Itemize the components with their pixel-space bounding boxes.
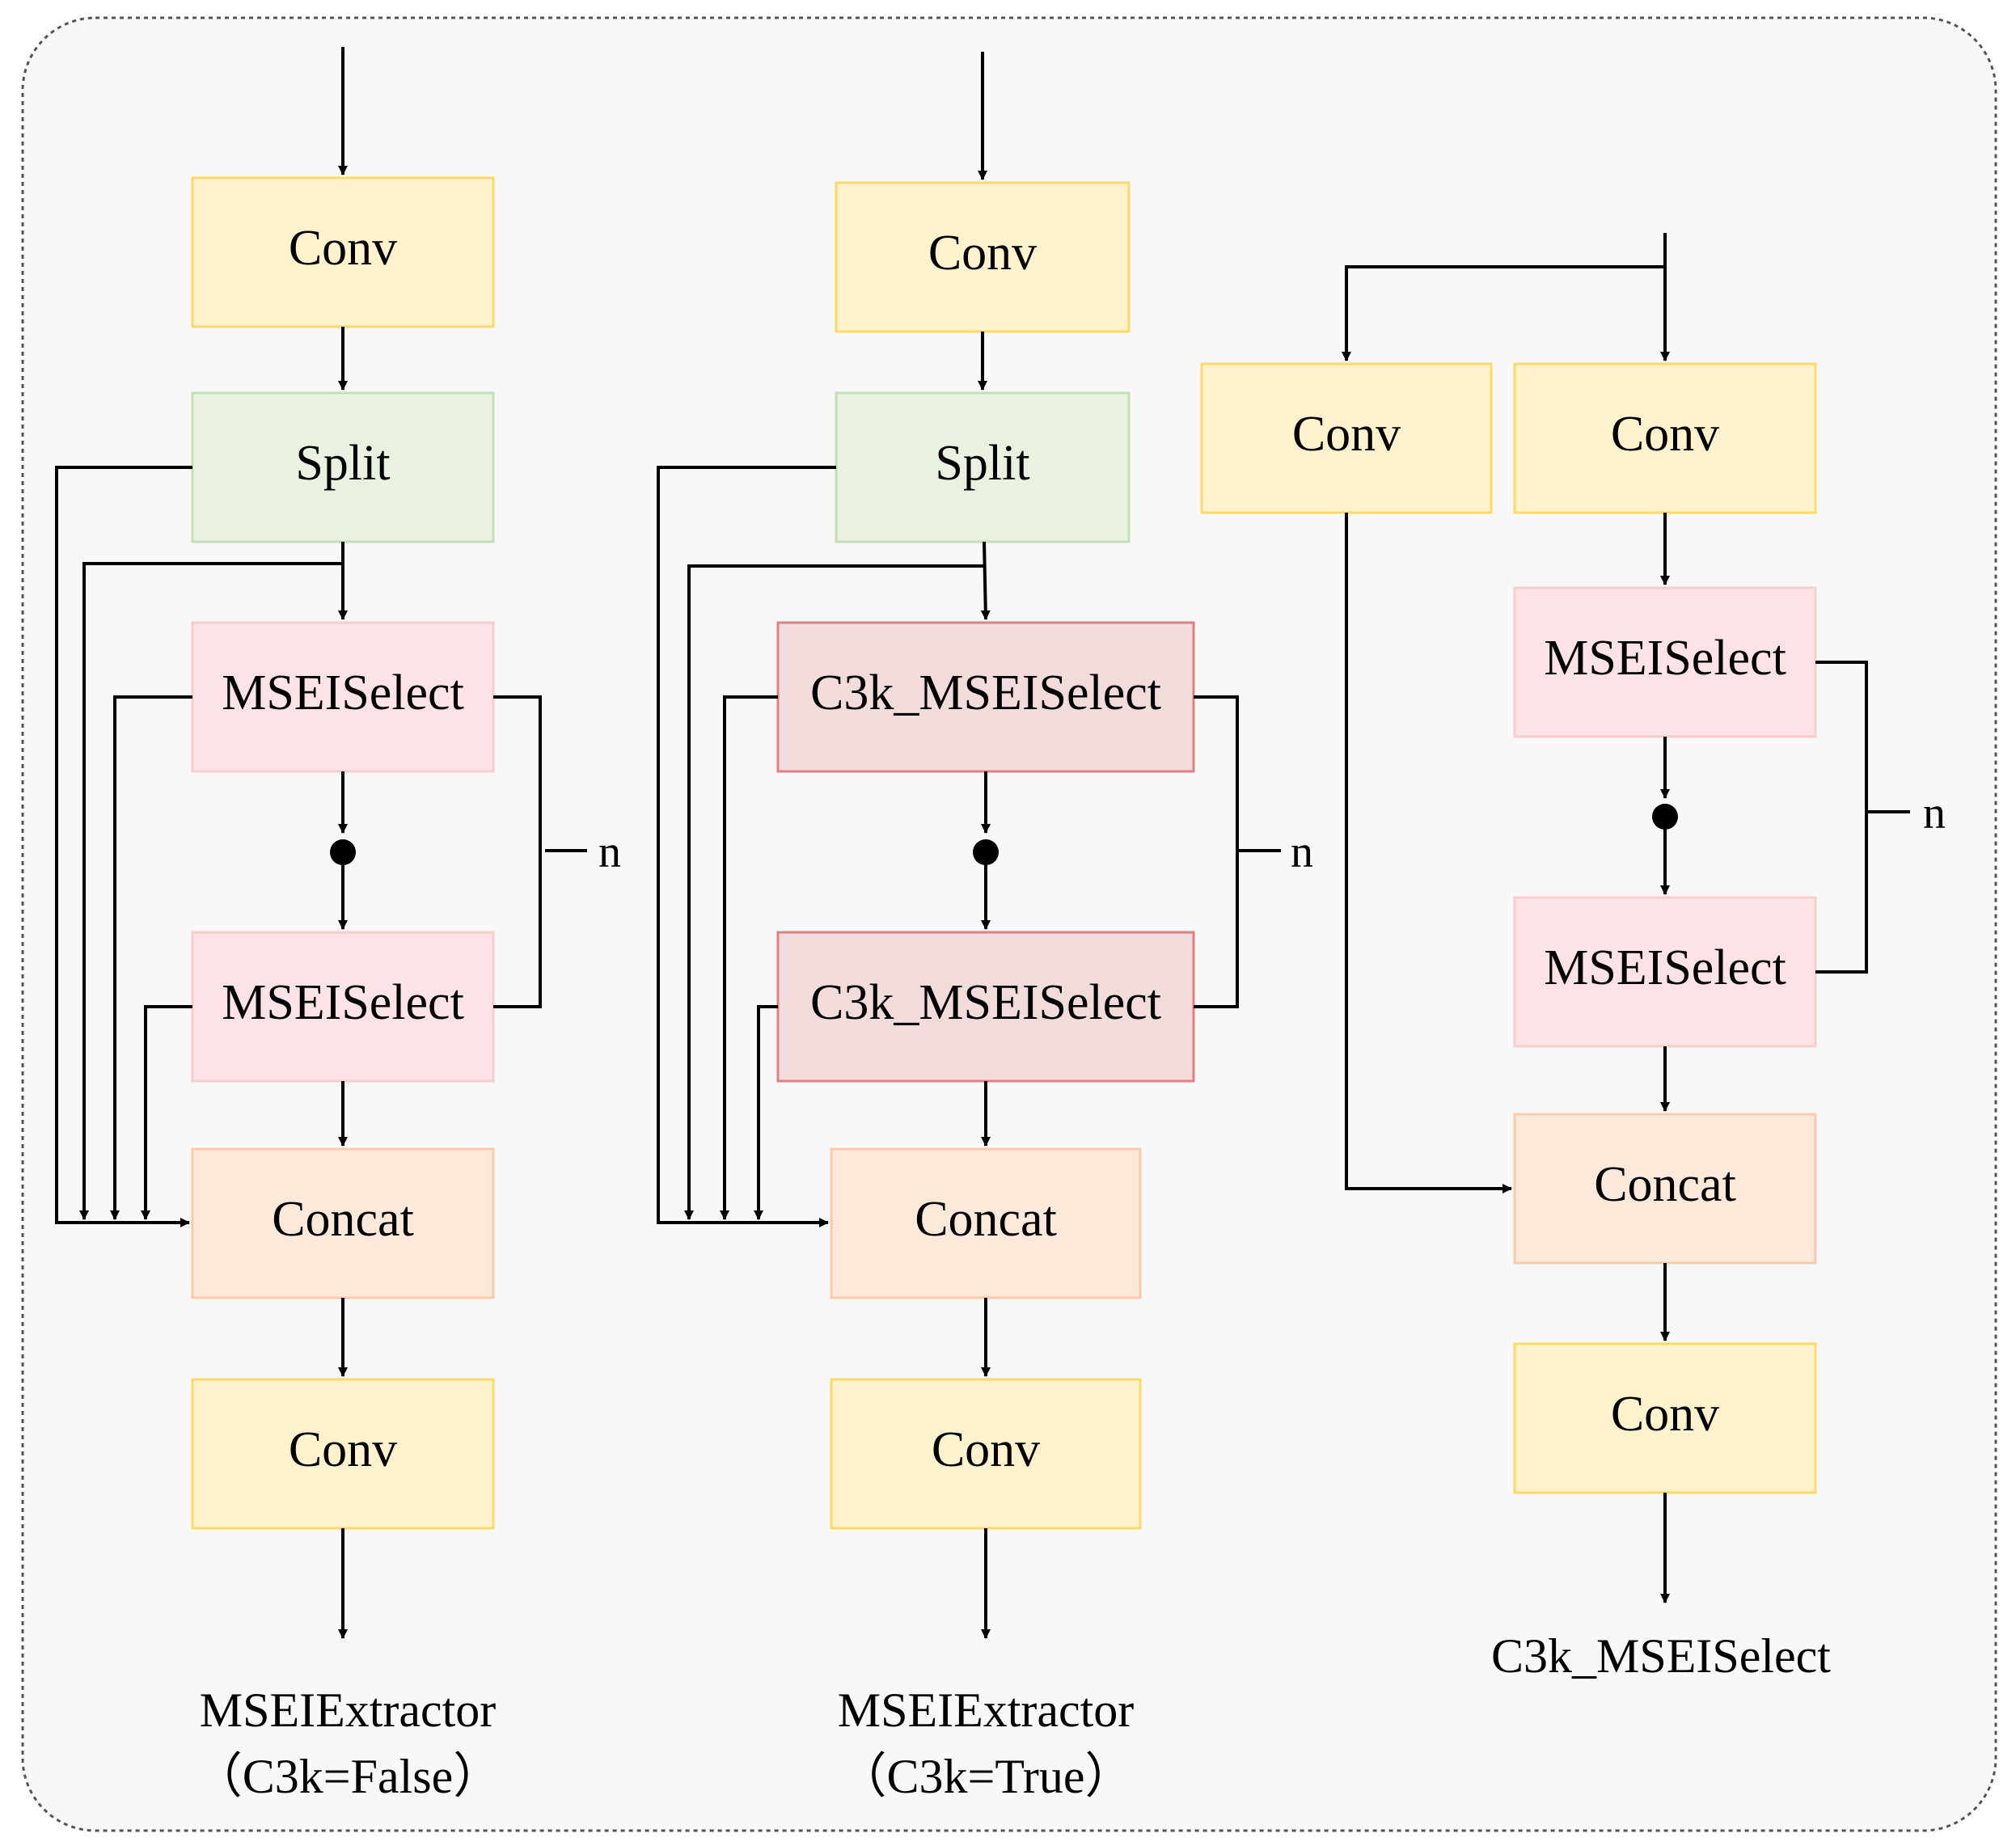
right-msei-bottom-label: MSEISelect: [1544, 940, 1786, 995]
mid-c3k-bottom: C3k_MSEISelect: [776, 931, 1195, 1083]
right-conv-bottom: Conv: [1513, 1342, 1817, 1494]
mid-c3k-bottom-label: C3k_MSEISelect: [810, 975, 1161, 1030]
right-msei-top: MSEISelect: [1513, 586, 1817, 738]
left-msei-bottom: MSEISelect: [191, 931, 495, 1083]
mid-conv-bottom-label: Conv: [932, 1422, 1040, 1477]
right-concat: Concat: [1513, 1113, 1817, 1265]
right-repeat-dot: [1652, 804, 1678, 830]
diagram-frame: [21, 16, 1997, 1832]
mid-concat-label: Concat: [915, 1192, 1057, 1247]
left-caption-line2: （C3k=False）: [194, 1750, 502, 1803]
mid-repeat-dot: [973, 839, 999, 865]
right-conv-left-label: Conv: [1292, 407, 1401, 462]
left-repeat-label: n: [598, 827, 621, 877]
right-msei-top-label: MSEISelect: [1544, 631, 1786, 686]
mid-conv-top-label: Conv: [928, 226, 1037, 281]
right-concat-label: Concat: [1594, 1157, 1736, 1212]
mid-conv-top: Conv: [835, 181, 1131, 333]
right-caption: C3k_MSEISelect: [1491, 1629, 1831, 1683]
right-msei-bottom: MSEISelect: [1513, 896, 1817, 1048]
left-conv-top-label: Conv: [289, 221, 397, 276]
mid-caption-line2: （C3k=True）: [838, 1750, 1133, 1803]
panel-middle: Conv Split C3k_MSEISelect C3k_MSEISelect…: [657, 52, 1313, 1803]
left-split-label: Split: [295, 436, 390, 491]
left-conv-top: Conv: [191, 176, 495, 328]
left-caption-line1: MSEIExtractor: [200, 1683, 497, 1737]
left-split: Split: [191, 391, 495, 543]
right-repeat-label: n: [1923, 788, 1946, 839]
right-connectors: [1342, 233, 1910, 1603]
left-conv-bottom-label: Conv: [289, 1422, 397, 1477]
right-conv-bottom-label: Conv: [1611, 1387, 1719, 1442]
right-conv-right-label: Conv: [1611, 407, 1719, 462]
left-concat: Concat: [191, 1147, 495, 1299]
left-concat-label: Concat: [272, 1192, 414, 1247]
left-connectors: [55, 47, 587, 1639]
left-msei-top: MSEISelect: [191, 621, 495, 773]
panel-left: Conv Split MSEISelect MSEISelect Concat …: [55, 47, 621, 1803]
mid-c3k-top-label: C3k_MSEISelect: [810, 665, 1161, 720]
mid-caption-line1: MSEIExtractor: [838, 1683, 1135, 1737]
mid-split: Split: [835, 391, 1131, 543]
left-repeat-dot: [330, 839, 356, 865]
left-msei-bottom-label: MSEISelect: [222, 975, 464, 1030]
mid-conv-bottom: Conv: [830, 1378, 1142, 1530]
panel-right: Conv Conv MSEISelect MSEISelect Concat C…: [1200, 233, 1946, 1683]
mid-split-label: Split: [935, 436, 1029, 491]
left-conv-bottom: Conv: [191, 1378, 495, 1530]
left-msei-top-label: MSEISelect: [222, 665, 464, 720]
right-conv-right: Conv: [1513, 362, 1817, 514]
mid-concat: Concat: [830, 1147, 1142, 1299]
mid-repeat-label: n: [1291, 827, 1313, 877]
mid-c3k-top: C3k_MSEISelect: [776, 621, 1195, 773]
right-conv-left: Conv: [1200, 362, 1493, 514]
